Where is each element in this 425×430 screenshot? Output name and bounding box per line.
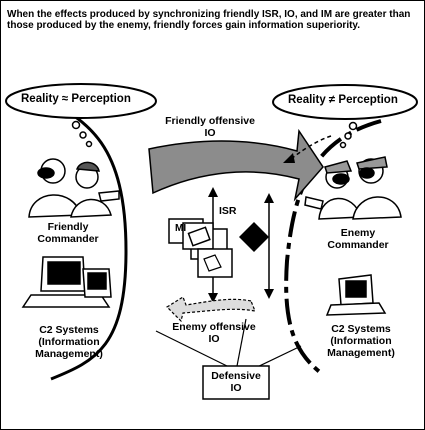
bubble-dot [344, 132, 352, 140]
enemy-c2-computer [325, 274, 387, 316]
friendly-boundary-curve [40, 94, 128, 381]
bubble-dot [85, 140, 93, 148]
isr-arrowhead-down [208, 293, 218, 303]
enemy-commander-label: Enemy Commander [327, 227, 389, 251]
right-arrowhead-down [264, 289, 274, 299]
return-arrowhead [283, 153, 295, 163]
decision-icon [203, 254, 222, 272]
friendly-c2-label: C2 Systems (Information Management) [35, 324, 103, 360]
enemy-c2-label: C2 Systems (Information Management) [327, 323, 395, 359]
friendly-c2-computers [21, 256, 112, 308]
callout-line [155, 330, 228, 367]
right-arrowhead-up [264, 193, 274, 203]
friendly-offensive-io-arrow [148, 128, 324, 202]
bubble-dot [339, 141, 347, 149]
enemy-offensive-io-label: Enemy offensive IO [172, 321, 256, 345]
diamond-icon [239, 222, 269, 252]
left-bubble-label: Reality ≈ Perception [21, 93, 131, 105]
friendly-commander-label: Friendly Commander [37, 221, 99, 245]
friendly-offensive-io-label: Friendly offensive IO [165, 115, 255, 139]
defensive-io-box [202, 365, 270, 400]
isr-label: ISR [219, 205, 237, 217]
caption: When the effects produced by synchronizi… [7, 9, 411, 31]
right-bubble-label: Reality ≠ Perception [288, 94, 398, 106]
bubble-dot [79, 131, 87, 139]
screen-icon [187, 226, 211, 247]
friendly-commander-figure [28, 158, 120, 218]
right-thought-bubble [272, 84, 418, 120]
bubble-dot [71, 120, 81, 130]
enemy-boundary-curve [284, 119, 382, 375]
left-thought-bubble [5, 83, 157, 119]
callout-line [236, 318, 247, 367]
mi-label: MI [175, 223, 187, 234]
enemy-offensive-io-arrow [166, 296, 256, 323]
defensive-io-label: Defensive IO [211, 370, 261, 394]
enemy-commander-figure [304, 156, 402, 220]
bubble-dot [348, 121, 358, 131]
isr-arrowhead-up [208, 187, 218, 197]
